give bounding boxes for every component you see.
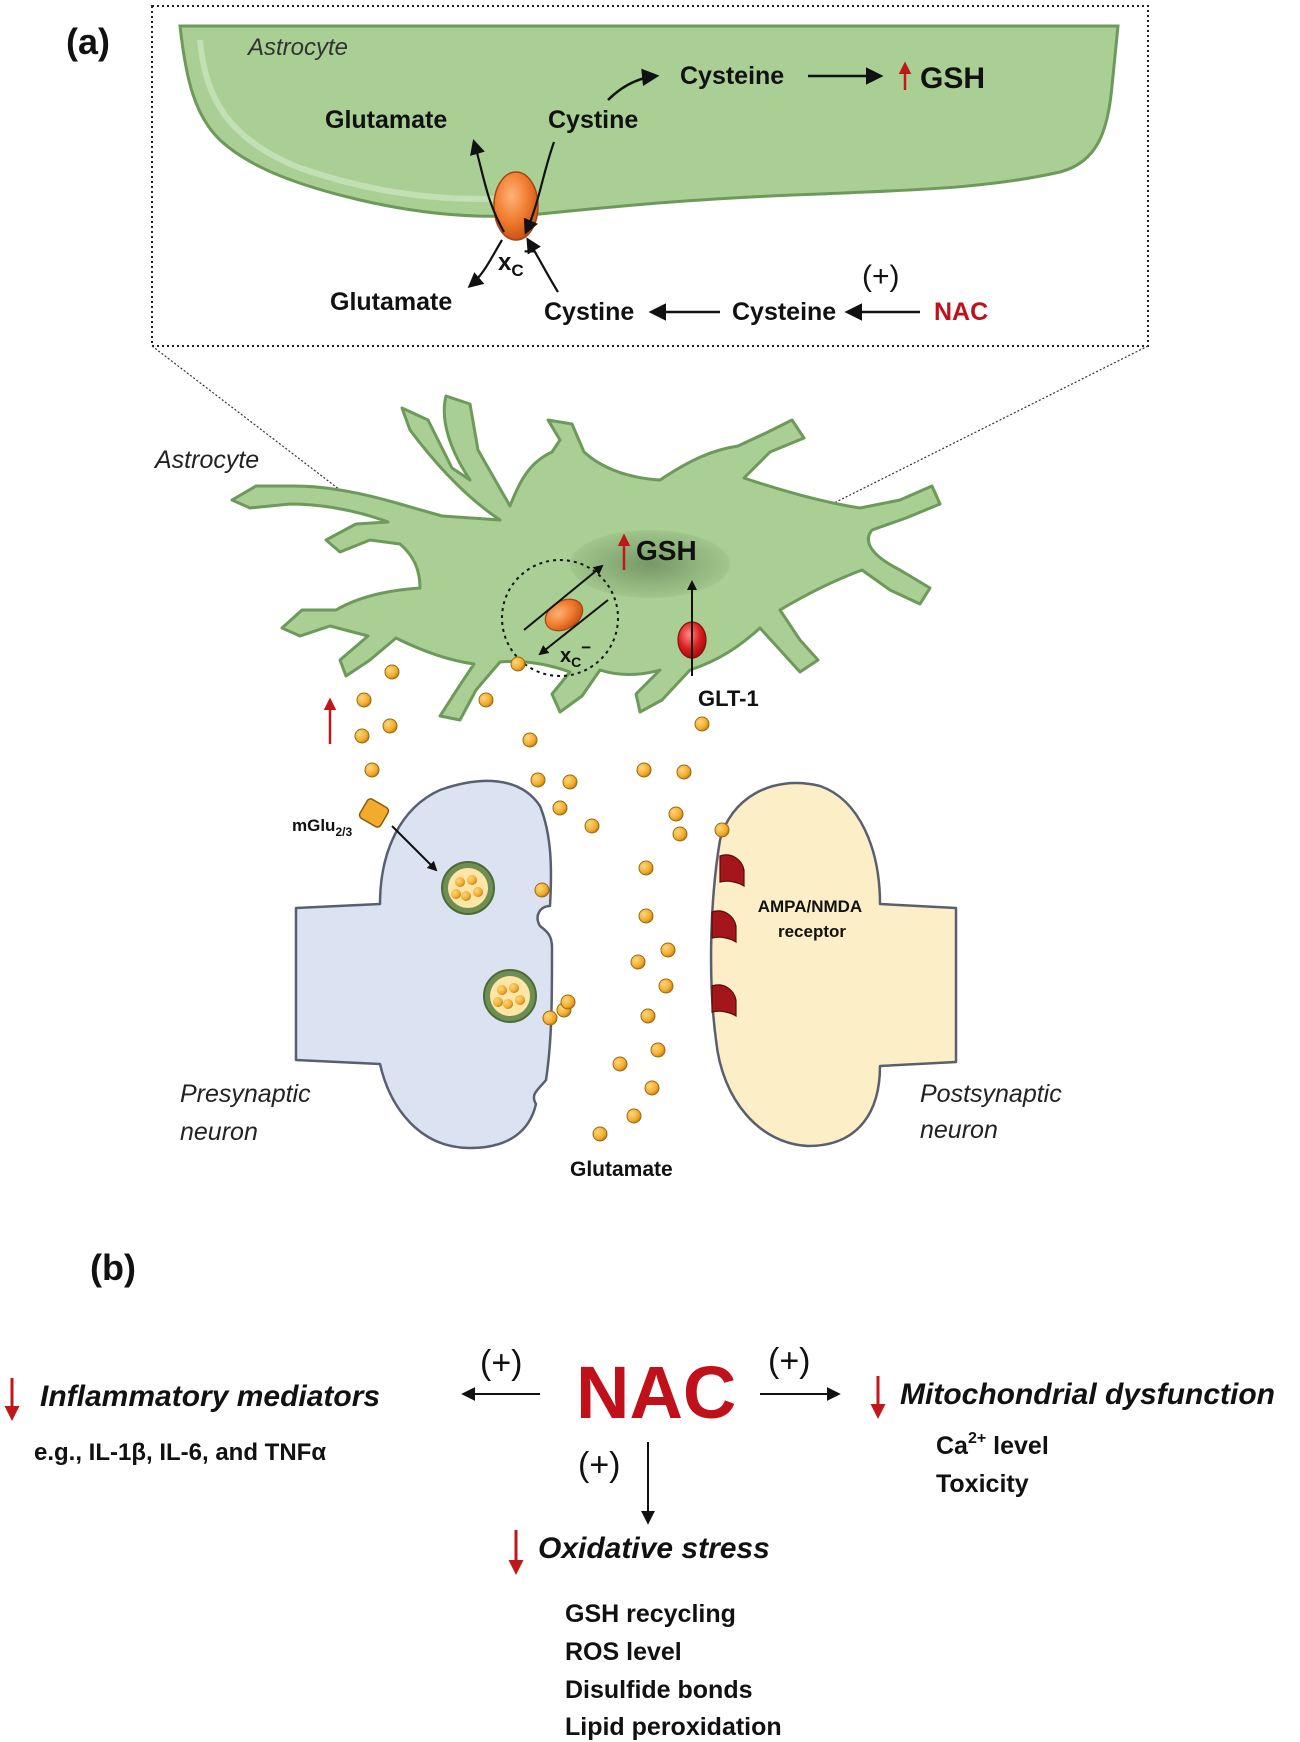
oxidative-item: GSH recycling [565,1600,736,1628]
inset-cystine-inside: Cystine [548,106,638,134]
main-astrocyte [230,394,942,722]
postsynaptic-label: Postsynaptic neuron [920,1080,1069,1144]
glutamate-label: Glutamate [570,1158,673,1181]
oxidative-item: ROS level [565,1638,682,1666]
plus-right: (+) [768,1342,811,1380]
xc-zoom-circle [501,559,619,677]
inset-xc-label: xC− [498,241,535,280]
mitochondrial-title: Mitochondrial dysfunction [900,1378,1275,1411]
inset-cystine-outside: Cystine [544,298,634,326]
mglu-receptor [358,798,390,828]
presynaptic-neuron [294,779,554,1150]
inflammatory-title: Inflammatory mediators [40,1380,380,1413]
inset-cysteine-inside: Cysteine [680,62,784,90]
oxidative-title: Oxidative stress [538,1532,770,1565]
ampa-nmda-receptor [711,910,737,944]
inset-nac: NAC [934,298,988,326]
nac-center: NAC [576,1351,736,1434]
receptor-label: AMPA/NMDA receptor [758,897,867,941]
mitochondrial-toxicity: Toxicity [936,1470,1029,1498]
postsynaptic-neuron [709,781,958,1148]
panel-a-label: (a) [66,21,110,62]
inset-glutamate-outside: Glutamate [330,288,452,316]
panel-b-label: (b) [90,1247,136,1288]
plus-down: (+) [578,1446,621,1484]
synaptic-vesicle [483,969,537,1023]
inset-plus: (+) [862,260,900,293]
inset-xc-transporter [493,171,539,241]
oxidative-item: Lipid peroxidation [565,1713,782,1741]
inset-gsh: GSH [920,62,985,95]
ampa-nmda-receptor [711,984,737,1018]
inset-astrocyte-label: Astrocyte [246,34,348,61]
oxidative-item: Disulfide bonds [565,1676,753,1704]
inset-glutamate-inside: Glutamate [325,106,447,134]
mglu-label: mGlu2/3 [292,816,352,839]
synaptic-vesicle [441,861,495,915]
inflammatory-detail: e.g., IL-1β, IL-6, and TNFα [34,1439,326,1466]
glutamate-molecules [354,656,730,1142]
plus-left: (+) [480,1344,523,1382]
mitochondrial-ca-level: Ca2+ level [936,1430,1049,1460]
inset-astrocyte-membrane [178,24,1120,218]
ampa-nmda-receptor [719,854,745,888]
main-astrocyte-label: Astrocyte [153,446,259,474]
presynaptic-label: Presynaptic neuron [180,1080,318,1146]
main-xc-label: xC− [560,638,591,670]
inset-cysteine-outside: Cysteine [732,298,836,326]
glt1-label: GLT-1 [698,686,759,711]
main-gsh: GSH [636,535,697,566]
